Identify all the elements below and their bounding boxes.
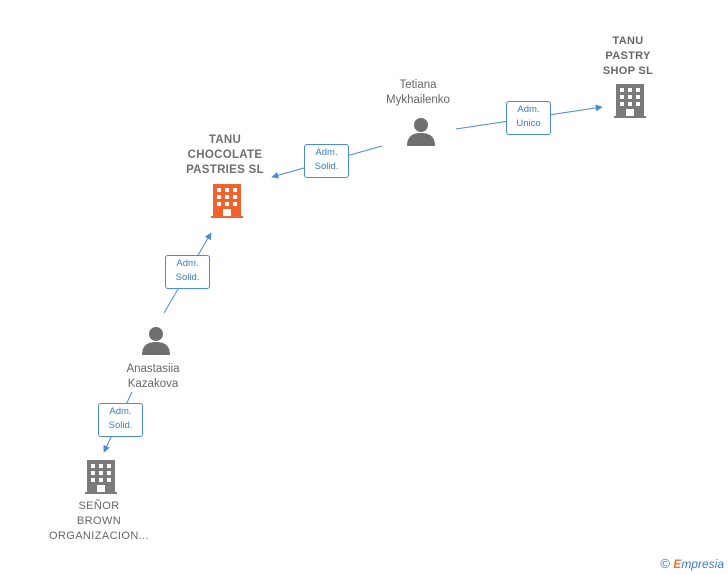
person-icon[interactable] xyxy=(407,118,435,146)
company-label-tanu-pastry[interactable]: TANU PASTRY SHOP SL xyxy=(602,35,654,77)
copyright-icon: © xyxy=(660,556,670,571)
company-label-senor-brown[interactable]: SEÑOR BROWN ORGANIZACION... xyxy=(48,500,150,542)
building-icon[interactable] xyxy=(85,460,117,494)
brand-logo: © Empresia xyxy=(660,556,724,571)
person-label-tetiana[interactable]: Tetiana Mykhailenko xyxy=(386,79,450,106)
company-label-tanu-chocolate[interactable]: TANU CHOCOLATE PASTRIES SL xyxy=(186,134,264,176)
brand-name: mpresia xyxy=(681,557,724,571)
relation-badge-tetiana-pastry[interactable]: Adm. Unico xyxy=(506,101,551,135)
brand-initial: E xyxy=(673,557,682,571)
person-icon[interactable] xyxy=(142,327,170,355)
person-label-anastasiia[interactable]: Anastasiia Kazakova xyxy=(126,363,180,390)
relation-badge-anastasiia-chocolate[interactable]: Adm. Solid. xyxy=(165,255,210,289)
relation-badge-anastasiia-senor[interactable]: Adm. Solid. xyxy=(98,403,143,437)
relation-badge-tetiana-chocolate[interactable]: Adm. Solid. xyxy=(304,144,349,178)
building-icon[interactable] xyxy=(614,84,646,118)
building-icon[interactable] xyxy=(211,184,243,218)
